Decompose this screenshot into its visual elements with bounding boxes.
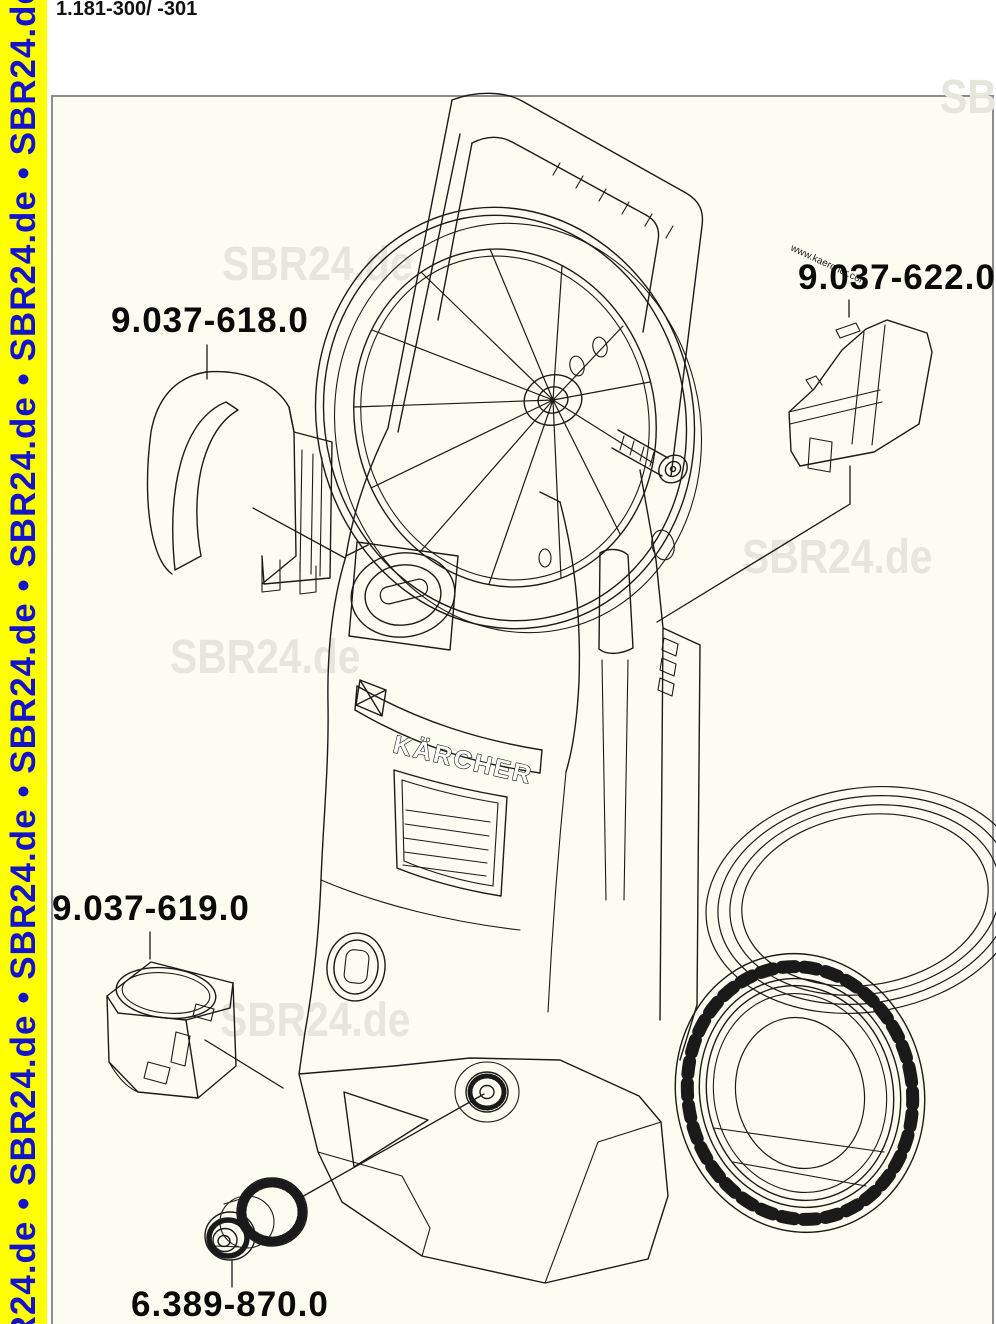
power-switch	[326, 932, 386, 1002]
gun-holster-slot	[598, 548, 634, 901]
reel-crank-handle	[611, 429, 688, 484]
part-870-drawing	[204, 1177, 308, 1261]
karcher-logo-mark	[355, 679, 387, 717]
sidebar-watermark-strip: SBR24.de • SBR24.de • SBR24.de • SBR24.d…	[0, 0, 47, 1324]
part-number-label-622: 9.037-622.0	[798, 258, 996, 297]
control-dial	[348, 541, 459, 651]
watermark: SBR24.de	[742, 531, 933, 584]
brand-band: KÄRCHER	[354, 679, 543, 791]
leader-870	[231, 1093, 485, 1288]
watermark: SBR24.de	[220, 994, 411, 1047]
part-number-label-619: 9.037-619.0	[52, 889, 250, 928]
sidebar-watermark-text: SBR24.de • SBR24.de • SBR24.de • SBR24.d…	[4, 0, 43, 1324]
model-code: 1.181-300/ -301	[56, 0, 198, 20]
part-622-drawing	[788, 319, 933, 473]
part-618-drawing	[146, 370, 333, 595]
watermark: SBR24.de	[940, 71, 996, 124]
hose-reel	[314, 206, 703, 634]
leader-619	[149, 931, 284, 1089]
part-number-label-618: 9.037-618.0	[111, 301, 309, 340]
leader-622	[656, 299, 851, 623]
water-inlet	[454, 1061, 520, 1123]
watermark: SBR24.de	[222, 238, 413, 291]
front-grille	[393, 769, 508, 897]
part-number-label-870: 6.389-870.0	[131, 1285, 329, 1324]
machine-base	[298, 1057, 669, 1284]
wheel	[674, 952, 926, 1234]
leader-lines	[149, 299, 851, 1288]
leader-618	[206, 344, 346, 559]
machine-body	[298, 427, 701, 1075]
part-619-drawing	[106, 961, 237, 1099]
hose-coil	[705, 785, 996, 1015]
diagram-canvas	[51, 95, 994, 1324]
brand-text: KÄRCHER	[391, 731, 536, 790]
